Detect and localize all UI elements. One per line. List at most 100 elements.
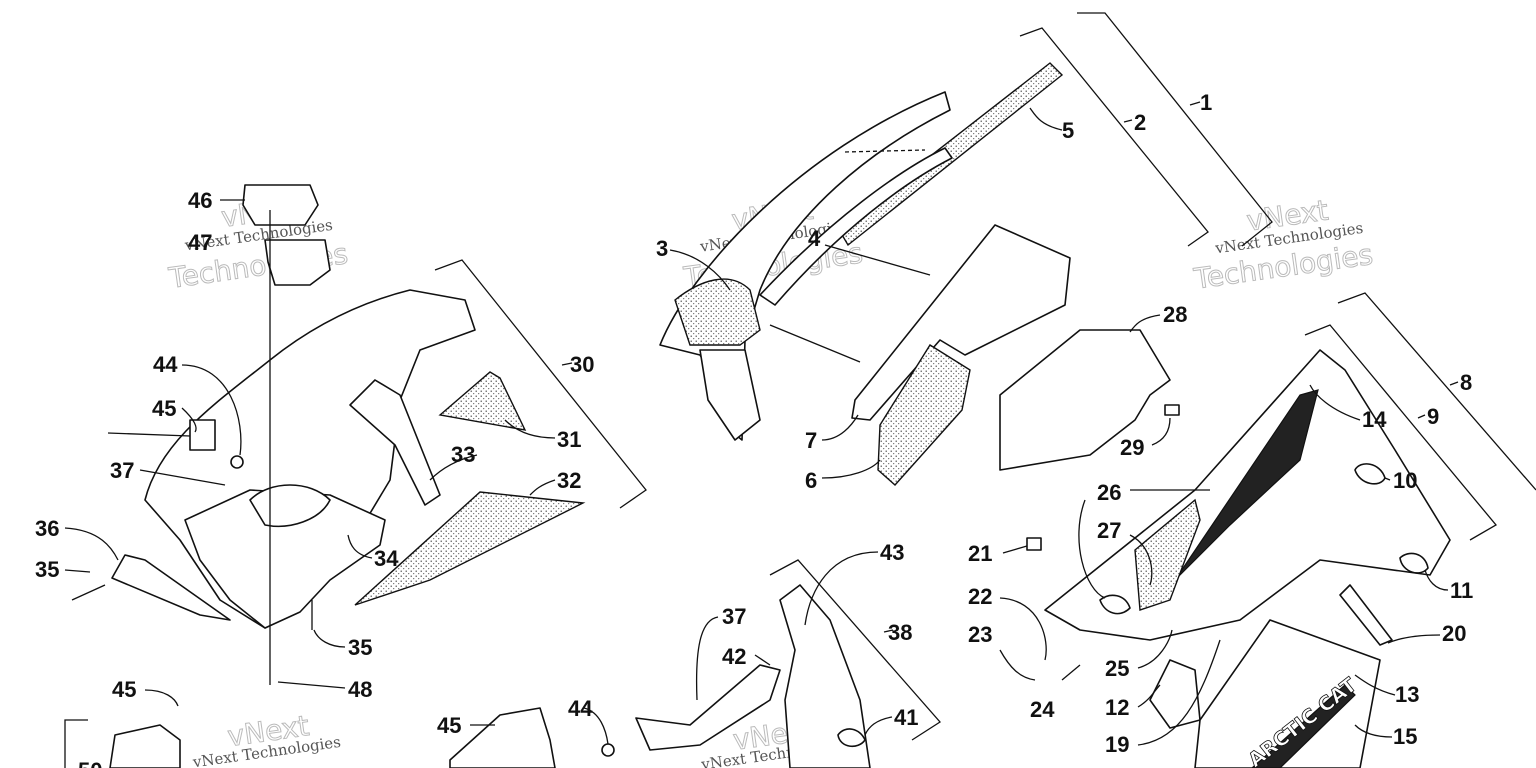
bolt-24 — [1061, 664, 1081, 681]
panel-45 — [449, 707, 556, 768]
callout-10: 10 — [1393, 468, 1417, 493]
patch-26 — [1099, 594, 1131, 615]
leader-9 — [1417, 414, 1426, 419]
callout-28: 28 — [1163, 302, 1187, 327]
leader-38 — [883, 629, 894, 633]
callout-22: 22 — [968, 584, 992, 609]
leader-11 — [1424, 569, 1449, 591]
foam-31 — [438, 371, 527, 431]
leader-37b — [695, 616, 719, 701]
leader-4 — [824, 244, 931, 276]
leader-36 — [64, 527, 119, 561]
callout-35: 35 — [348, 635, 372, 660]
callout-34: 34 — [374, 546, 399, 571]
callout-30: 30 — [570, 352, 594, 377]
leader-7-ref — [769, 324, 861, 363]
watermark-group: vNext vNext Technologies — [191, 709, 342, 768]
callout-5: 5 — [1062, 118, 1074, 143]
callout-13: 13 — [1395, 682, 1419, 707]
leader-29 — [1151, 417, 1171, 446]
callout-48: 48 — [348, 677, 372, 702]
panel-42 — [635, 664, 781, 751]
patch-41 — [837, 728, 866, 748]
bracket-38 — [769, 559, 941, 741]
callout-9: 9 — [1427, 404, 1439, 429]
foam-pad-3 — [674, 278, 761, 346]
leader-45 — [181, 407, 197, 433]
leader-48 — [277, 681, 346, 689]
watermark-group: vNext vNext Technologies Technologies — [1191, 193, 1376, 296]
clip-21 — [1026, 537, 1042, 551]
leader-44b — [583, 707, 609, 745]
leader-30 — [561, 362, 573, 366]
callout-50: 50 — [78, 758, 102, 768]
callout-46: 46 — [188, 188, 212, 213]
bolt-35 — [71, 584, 106, 601]
leader-44 — [181, 364, 242, 456]
leader-43 — [804, 551, 879, 626]
callout-labels: 1 2 3 4 5 6 7 8 9 10 11 12 13 14 15 19 2… — [35, 90, 1473, 768]
leader-26b — [1078, 499, 1106, 599]
leader-37 — [139, 469, 226, 486]
leader-2 — [1123, 119, 1133, 123]
leader-1 — [1189, 101, 1201, 106]
callout-3: 3 — [656, 236, 668, 261]
clip-29 — [1164, 404, 1180, 416]
decal-14 — [1174, 389, 1319, 581]
callout-41: 41 — [894, 705, 918, 730]
callout-6: 6 — [805, 468, 817, 493]
panel-50 — [109, 724, 181, 768]
callout-31: 31 — [557, 427, 581, 452]
callout-37: 37 — [722, 604, 746, 629]
lower-panel-assembly — [109, 584, 871, 768]
foam-block-6 — [877, 344, 971, 486]
callout-24: 24 — [1030, 697, 1055, 722]
hood-bar — [759, 147, 953, 306]
leader-15 — [1354, 724, 1393, 738]
bracket-30 — [434, 259, 647, 509]
leader-41 — [864, 716, 893, 736]
callout-7: 7 — [805, 428, 817, 453]
callout-2: 2 — [1134, 110, 1146, 135]
callout-23: 23 — [968, 622, 992, 647]
leader-12 — [1137, 684, 1161, 708]
callout-26: 26 — [1097, 480, 1121, 505]
leader-33 — [429, 454, 478, 481]
callout-36: 36 — [35, 516, 59, 541]
bracket-50 — [64, 719, 88, 768]
side-panel-assembly — [999, 329, 1451, 768]
foam-32 — [354, 491, 586, 606]
leader-6 — [821, 459, 881, 479]
leader-35 — [64, 569, 91, 573]
callout-27: 27 — [1097, 518, 1121, 543]
bracket-44 — [189, 419, 216, 451]
gasket-47 — [264, 239, 331, 286]
callout-33: 33 — [451, 442, 475, 467]
decal-13 — [1251, 684, 1356, 768]
leader-19 — [1137, 639, 1221, 746]
bracket-1 — [1077, 12, 1273, 247]
callout-11: 11 — [1450, 578, 1473, 603]
leader-27 — [1129, 534, 1153, 586]
duct-36 — [111, 554, 231, 621]
bolt-45 — [107, 432, 191, 437]
callout-45: 45 — [152, 396, 176, 421]
leader-28 — [1129, 314, 1161, 333]
assembly-brackets — [64, 12, 1536, 768]
harness-22 — [999, 597, 1047, 661]
leader-20 — [1387, 634, 1441, 644]
harness-23 — [999, 649, 1036, 681]
leader-45c — [144, 689, 179, 707]
callout-37: 37 — [110, 458, 134, 483]
fastener-44 — [230, 455, 244, 469]
leader-31 — [504, 419, 556, 439]
callout-12: 12 — [1105, 695, 1129, 720]
callout-15: 15 — [1393, 724, 1417, 749]
support-33 — [349, 379, 441, 506]
callout-21: 21 — [968, 541, 992, 566]
bracket-8 — [1337, 292, 1536, 491]
leader-25 — [1137, 629, 1173, 669]
windshield-7 — [851, 224, 1071, 421]
inner-panel — [699, 349, 761, 441]
